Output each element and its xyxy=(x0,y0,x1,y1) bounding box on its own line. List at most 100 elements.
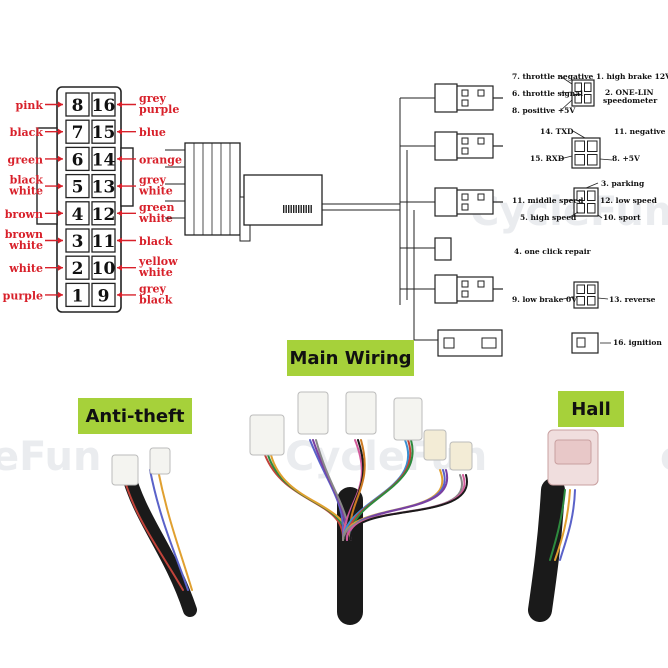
signal-label: 14. TXD xyxy=(540,127,574,136)
arrow-head xyxy=(117,291,122,298)
plug-grill xyxy=(310,205,312,213)
pin-number: 12 xyxy=(92,205,116,225)
connector-slot xyxy=(461,280,469,288)
pointer-line xyxy=(597,297,609,300)
signal-label: 4. one click repair xyxy=(514,247,592,256)
hall-wire xyxy=(554,489,571,561)
pin-cell xyxy=(91,146,116,172)
connector-slot xyxy=(477,193,485,201)
mini-cell xyxy=(576,203,585,214)
plug-grill xyxy=(293,205,295,213)
plug-grill xyxy=(308,205,310,213)
plug-body xyxy=(184,142,241,236)
anti-theft-wire xyxy=(123,477,184,591)
pin-number: 4 xyxy=(72,205,84,225)
connector-slot xyxy=(461,137,469,145)
mini-cell xyxy=(574,94,582,104)
connector-slot xyxy=(461,147,469,155)
signal-label: 10. sport xyxy=(603,213,641,222)
connector-slot xyxy=(477,89,485,97)
arrow-head xyxy=(117,237,122,244)
anti-theft-connector xyxy=(111,454,139,486)
signal-label: 13. reverse xyxy=(609,295,656,304)
mini-cell xyxy=(587,284,596,294)
signal-label: 1. high brake 12V xyxy=(596,72,668,81)
signal-label: 8. positive +5V xyxy=(512,106,575,115)
arrow-head xyxy=(117,210,122,217)
wire-color-label: black xyxy=(10,174,44,187)
signal-label: 12. low speed xyxy=(600,196,658,205)
hall-tag: Hall xyxy=(558,391,624,427)
arrow-head xyxy=(117,155,122,162)
brake-mini-connector xyxy=(573,281,599,309)
wire-color-label: blue xyxy=(139,126,166,139)
harness-connector xyxy=(449,441,473,471)
wire-color-label: yellow xyxy=(138,255,178,268)
plug-grill xyxy=(305,205,307,213)
pin-number: 1 xyxy=(72,286,84,306)
signal-label: speedometer xyxy=(603,96,658,105)
wire-color-label: brown xyxy=(5,228,43,241)
anti-theft-wire xyxy=(149,469,189,591)
pin-number: 8 xyxy=(72,96,84,116)
connector-shell xyxy=(434,274,458,304)
signal-label: 8. +5V xyxy=(612,154,640,163)
signal-label: 11. negative xyxy=(614,127,666,136)
plug-grill xyxy=(288,205,290,213)
pin-number: 5 xyxy=(72,178,84,198)
plug-grill xyxy=(285,205,287,213)
pin-cell xyxy=(65,146,90,172)
connector-shell xyxy=(434,83,458,113)
pin-cell xyxy=(65,228,90,253)
branch-connector-comm xyxy=(400,131,503,161)
pin-number: 3 xyxy=(72,232,84,252)
pin-cell xyxy=(65,201,90,226)
harness-connector xyxy=(345,391,377,435)
plug-housing xyxy=(243,174,323,226)
hall-wire xyxy=(549,489,566,561)
pointer-line xyxy=(562,296,575,300)
connector-side-tab xyxy=(36,127,58,225)
pin-number: 13 xyxy=(92,178,116,198)
harness-wire xyxy=(349,474,468,541)
wire-color-label: black xyxy=(139,293,173,306)
wire-color-label: white xyxy=(138,212,173,225)
pin-cell xyxy=(91,255,116,280)
connector-slot xyxy=(461,89,469,97)
signal-label: 7. throttle negative xyxy=(512,72,593,81)
plug-grill xyxy=(283,205,285,213)
pin-number: 7 xyxy=(72,123,84,143)
wire-color-label: grey xyxy=(139,92,166,105)
pointer-line xyxy=(559,75,573,85)
pin-cell xyxy=(91,201,116,226)
branch-connector-ignition xyxy=(437,329,503,357)
pin-number: 2 xyxy=(72,259,84,279)
pin-cell xyxy=(65,282,90,308)
plug-grill xyxy=(295,205,297,213)
mini-cell xyxy=(587,203,596,214)
connector-slot xyxy=(481,337,497,349)
throttle-mini-connector xyxy=(571,79,595,107)
branch-connector-throttle xyxy=(400,83,503,113)
pin-cell xyxy=(91,173,116,199)
arrow-head xyxy=(58,210,63,217)
plug-grill xyxy=(300,205,302,213)
harness-connector xyxy=(393,397,423,441)
connector-shell xyxy=(434,237,452,261)
wire-color-label: pink xyxy=(16,99,44,112)
connector-slot xyxy=(477,137,485,145)
branch-connector-brake xyxy=(400,274,503,304)
wire-color-label: black xyxy=(10,126,44,139)
pointer-line xyxy=(597,214,603,219)
arrow-head xyxy=(58,291,63,298)
wire-color-label: purple xyxy=(139,103,179,116)
pin-cell xyxy=(65,92,90,117)
watermark-text: CycleFun xyxy=(470,189,668,235)
arrow-head xyxy=(58,237,63,244)
